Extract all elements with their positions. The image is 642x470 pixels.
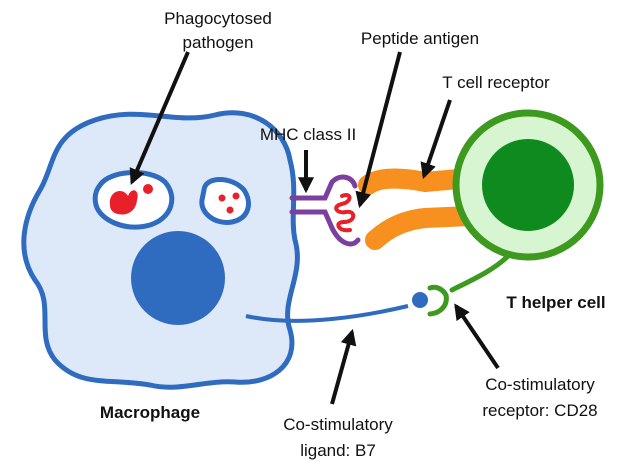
arrow-tcr — [420, 99, 452, 180]
t-cell-nucleus — [482, 139, 574, 231]
macrophage-nucleus — [131, 231, 225, 325]
arrow-peptide — [355, 51, 402, 209]
label-t-helper-cell: T helper cell — [506, 293, 605, 312]
arrow-phagocytosed — [129, 51, 190, 185]
mhc-class-ii — [289, 174, 361, 247]
pathogen-fragment — [143, 184, 153, 194]
label-macrophage: Macrophage — [100, 403, 200, 422]
label-costim-receptor-line2: receptor: CD28 — [482, 401, 597, 420]
arrow-cd28 — [454, 303, 500, 370]
label-costim-receptor-line1: Co-stimulatory — [485, 375, 595, 394]
pathogen-fragment — [232, 192, 240, 200]
label-peptide-antigen: Peptide antigen — [361, 29, 479, 48]
label-t-cell-receptor: T cell receptor — [442, 73, 550, 92]
label-costim-ligand-line2: ligand: B7 — [300, 441, 376, 460]
label-mhc-class-ii: MHC class II — [260, 125, 356, 144]
label-phagocytosed-line1: Phagocytosed — [164, 9, 272, 28]
arrow-b7 — [330, 328, 357, 405]
t-cell-receptor — [358, 168, 480, 250]
label-phagocytosed-line2: pathogen — [183, 33, 254, 52]
b7-head — [412, 292, 428, 308]
pathogen-fragment — [218, 194, 226, 202]
costim-ligand-b7 — [245, 304, 409, 323]
costim-receptor-cd28 — [427, 253, 511, 317]
phagosome-right — [199, 177, 251, 225]
pathogen-fragment — [226, 206, 234, 214]
label-costim-ligand-line1: Co-stimulatory — [283, 415, 393, 434]
peptide-antigen — [334, 193, 356, 233]
pathogen-blob — [109, 190, 138, 215]
